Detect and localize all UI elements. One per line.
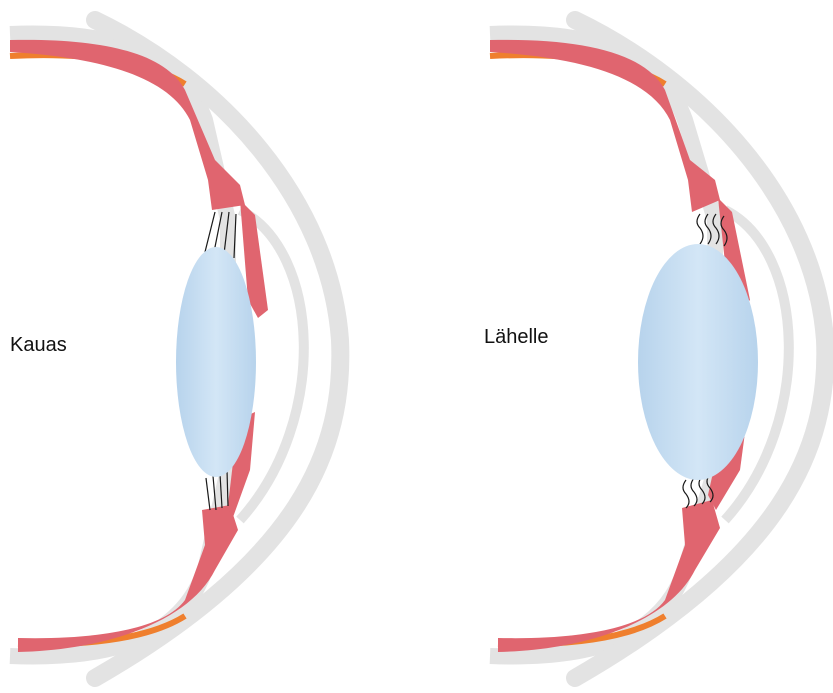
ciliary-body-far-bottom [18,505,238,652]
label-near: Lähelle [484,326,549,349]
eye-near [490,20,825,678]
ciliary-body-near-bottom [498,500,720,652]
label-far: Kauas [10,334,67,357]
lens-near [638,244,758,480]
lens-far [176,247,256,477]
